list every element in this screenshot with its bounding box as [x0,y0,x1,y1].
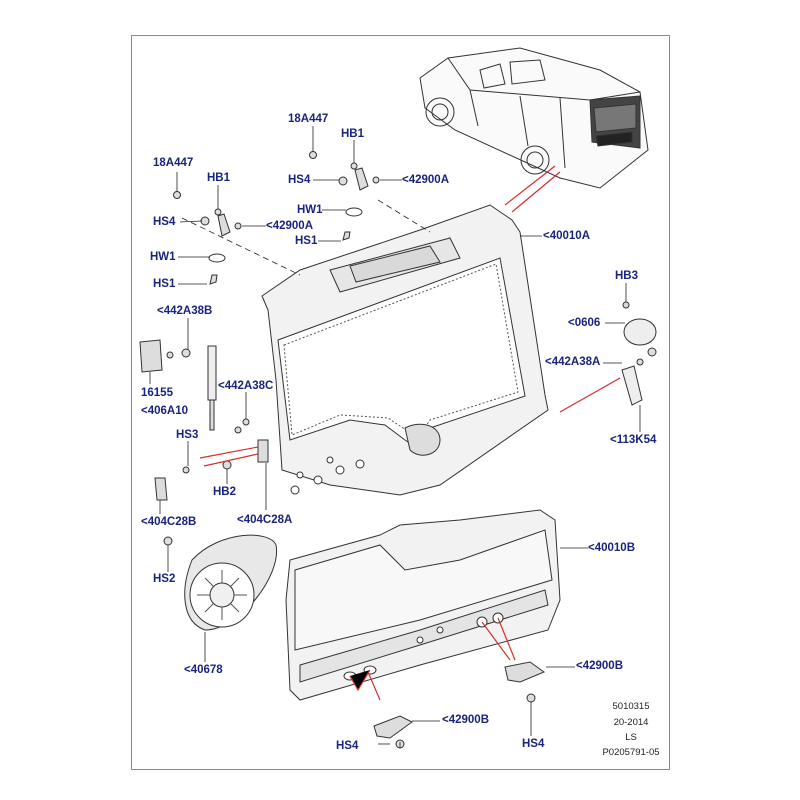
vehicle-illustration [419,47,649,189]
label-42900b-right: <42900B [576,660,623,672]
label-hs3: HS3 [176,429,199,441]
label-hs2: HS2 [153,573,176,585]
label-hs4-bottom: HS4 [336,740,359,752]
label-442a38c: <442A38C [218,380,274,392]
label-hb3: HB3 [615,270,639,282]
label-40010b: <40010B [588,542,635,554]
label-16155: 16155 [141,387,173,399]
label-hw1-left: HW1 [150,251,176,263]
tailgate-lower-panel [285,509,561,701]
label-hs1-top: HS1 [295,235,318,247]
label-hs4-left: HS4 [153,216,176,228]
label-hw1-top: HW1 [297,204,323,216]
label-404c28a: <404C28A [237,514,293,526]
label-42900b-bottom: <42900B [442,714,489,726]
label-442a38a: <442A38A [545,356,601,368]
hinge-left [173,191,242,285]
label-18a447-left: 18A447 [153,157,194,169]
reference-number: 5010315 [612,701,650,712]
reference-date: 20-2014 [613,717,649,728]
callout-lines [199,165,621,701]
right-bracket [621,301,657,406]
label-18a447-top: 18A447 [288,113,329,125]
label-404c28b: <404C28B [141,516,197,528]
label-hb1-top: HB1 [341,128,365,140]
label-hb1-left: HB1 [207,172,231,184]
label-40678: <40678 [184,664,223,676]
label-406a10: <406A10 [141,405,188,417]
label-hs1-left: HS1 [153,278,176,290]
label-113k54: <113K54 [610,434,657,446]
label-42900a-left: <42900A [266,220,313,232]
hinge-top [309,151,380,241]
label-0606: <0606 [568,317,601,329]
label-hs4-top: HS4 [288,174,311,186]
label-hb2: HB2 [213,486,237,498]
tailgate-upper-panel [261,204,549,496]
illustration-number: P0205791-05 [602,747,660,758]
strut-and-bracket [139,339,269,501]
label-42900a-top: <42900A [402,174,449,186]
reference-code: LS [625,732,637,743]
leader-lines [149,126,641,748]
label-40010a: <40010A [543,230,590,242]
spare-wheel-carrier [184,534,278,631]
label-hs4-right: HS4 [522,738,545,750]
label-442a38b: <442A38B [157,305,213,317]
